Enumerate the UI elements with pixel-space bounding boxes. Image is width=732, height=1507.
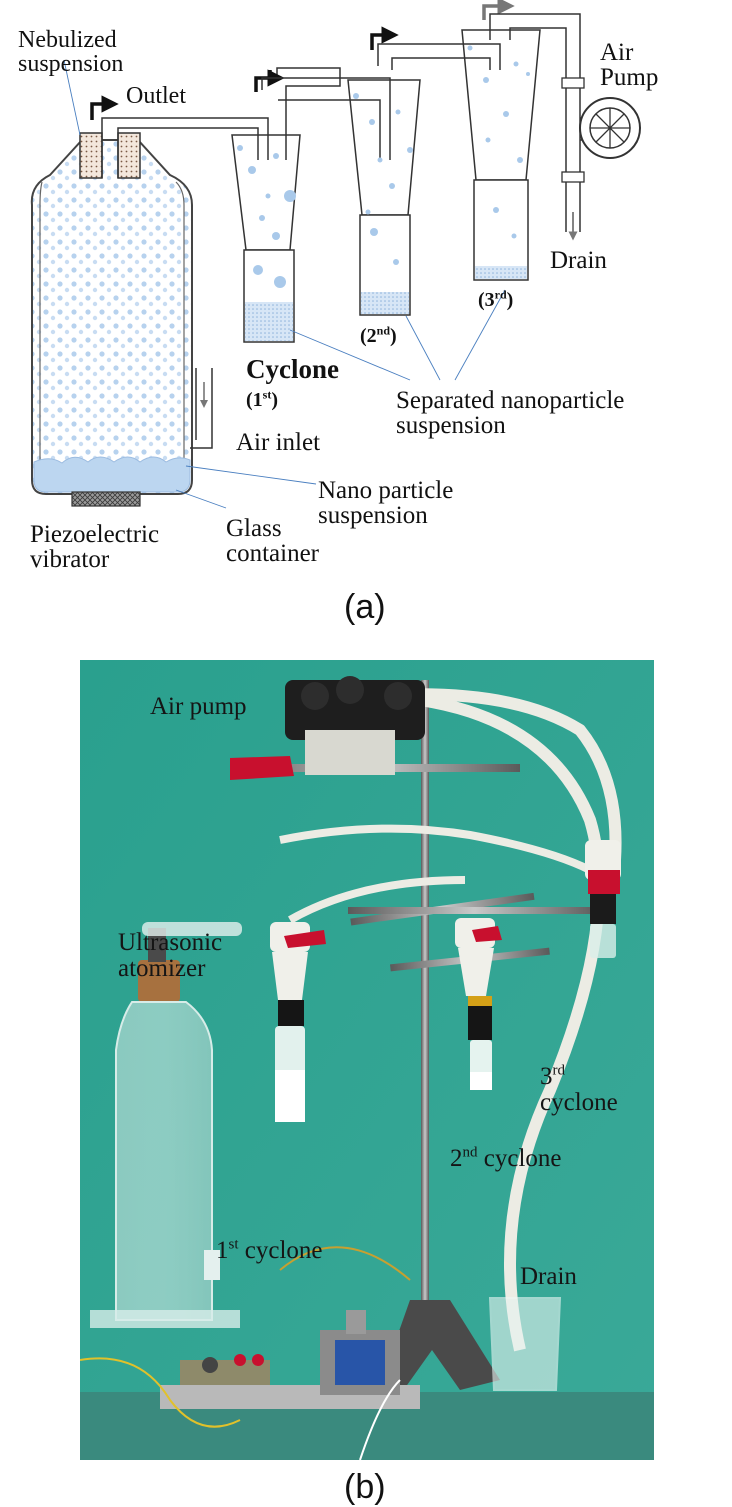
label-drain-photo: Drain	[520, 1263, 577, 1290]
third-cyclone	[585, 840, 621, 958]
label-second: (2nd)	[360, 323, 397, 347]
first-cyclone	[270, 922, 326, 1122]
label-nebulized: Nebulized suspension	[18, 27, 124, 77]
label-air-pump-photo: Air pump	[150, 693, 247, 720]
wire-yellow	[80, 1357, 241, 1428]
label-air-inlet: Air inlet	[236, 429, 321, 456]
label-first: (1st)	[246, 387, 279, 411]
stand-rod	[421, 680, 429, 1340]
rod-third	[348, 907, 600, 914]
stopper-right	[117, 132, 141, 179]
outlet-arrow	[90, 95, 119, 120]
label-second-cyclone: 2nd cyclone	[450, 1144, 562, 1172]
schematic-panel: Nebulized suspension Outlet Air Pump Dra…	[0, 0, 732, 600]
label-cyclone: Cyclone	[246, 354, 339, 384]
label-ultrasonic-atomizer: Ultrasonic atomizer	[118, 929, 223, 983]
piezoelectric-vibrator	[71, 491, 141, 507]
label-first-cyclone: 1st cyclone	[216, 1236, 323, 1264]
air-pump-device	[285, 676, 425, 775]
label-drain: Drain	[550, 247, 607, 274]
schematic-drawing	[30, 0, 641, 509]
caption-b: (b)	[344, 1468, 386, 1506]
label-outlet: Outlet	[126, 83, 186, 109]
wire-gold	[279, 1246, 411, 1281]
droplets	[237, 45, 530, 288]
drain-beaker	[488, 1297, 562, 1391]
second-cyclone	[455, 918, 502, 1090]
label-air-pump: Air Pump	[600, 39, 659, 91]
label-separated: Separated nanoparticle suspension	[396, 387, 625, 439]
label-nano-particle: Nano particle suspension	[318, 477, 454, 529]
tube-first-to-second	[288, 876, 466, 924]
label-third: (3rd)	[478, 287, 514, 311]
wire-white	[359, 1379, 401, 1460]
cyclone-3	[461, 0, 581, 281]
label-glass-container: Glass container	[226, 515, 320, 567]
tube-second-to-third	[279, 824, 592, 874]
clamp-red-top	[230, 756, 294, 780]
air-inlet-tube	[190, 368, 213, 449]
outlet-tube-outer	[101, 117, 269, 178]
caption-a: (a)	[344, 588, 386, 626]
outlet-tube-inner	[117, 127, 259, 178]
stopper-left	[79, 132, 103, 179]
apparatus-photo: Air pump Ultrasonic atomizer 3rd cyclone…	[80, 660, 654, 1460]
glass-container	[30, 139, 193, 495]
cyclone-1	[231, 67, 391, 343]
leader-lines	[63, 59, 506, 509]
air-pump	[561, 72, 641, 241]
photo-drawing	[80, 660, 654, 1460]
label-third-cyclone: 3rd cyclone	[540, 1062, 618, 1117]
atomizer-bottle	[90, 922, 242, 1328]
label-piezoelectric: Piezoelectric vibrator	[30, 521, 160, 573]
stand-base	[380, 1300, 500, 1395]
cyclone-2	[347, 26, 501, 316]
transformer	[320, 1310, 400, 1395]
circuit-board	[160, 1354, 420, 1409]
